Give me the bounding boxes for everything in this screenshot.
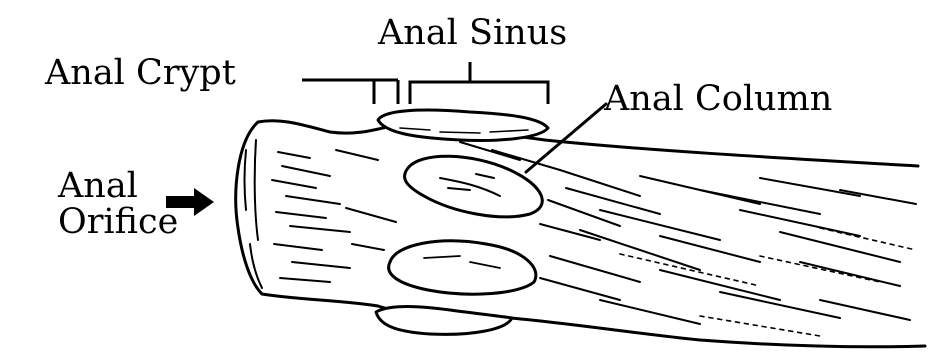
dashed-texture [620,228,916,336]
anal-orifice-label-line1: Anal [58,168,178,204]
anal-column-label: Anal Column [604,80,832,118]
bottom-anal-crypt [376,307,512,335]
anal-sinus-bracket [410,62,548,104]
anal-orifice-label: Anal Orifice [58,168,178,240]
top-anal-crypt [378,110,548,140]
anal-orifice-label-line2: Orifice [58,204,178,240]
anal-sinus-label: Anal Sinus [378,14,567,52]
anal-crypt-label: Anal Crypt [45,54,236,92]
anal-crypt-bracket [302,80,398,104]
column-striations [272,142,916,324]
lower-anal-sinus [389,241,536,294]
